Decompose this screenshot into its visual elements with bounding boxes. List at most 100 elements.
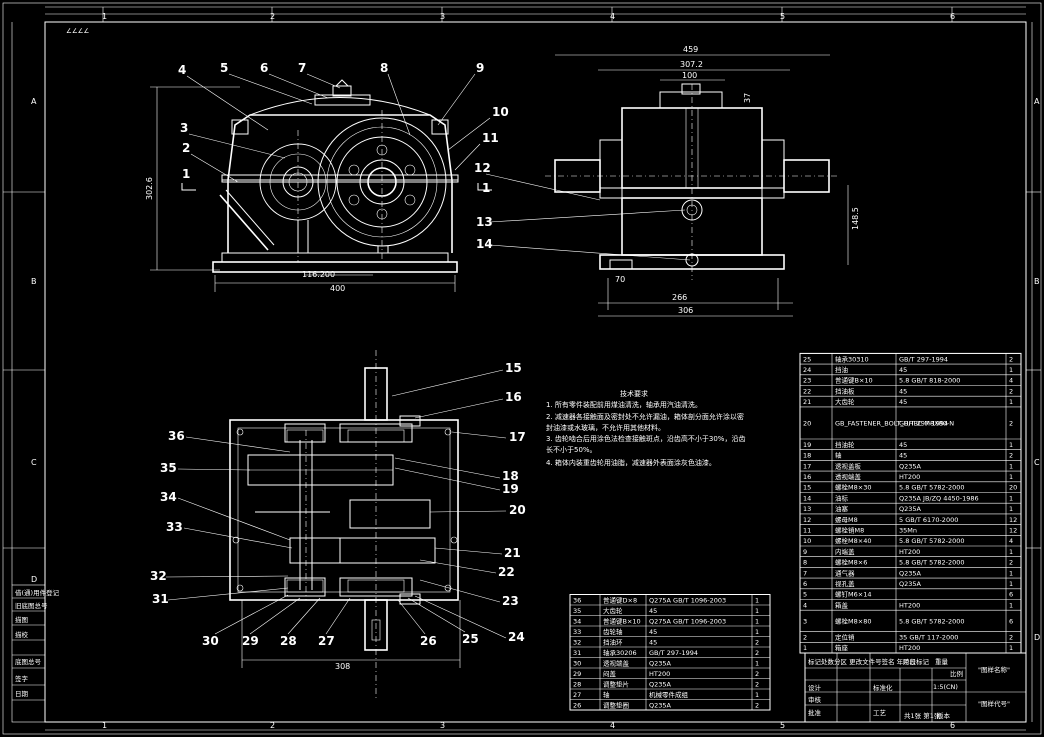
balloon-34: 34 xyxy=(160,490,177,504)
lower-cell-std: GB/T 297-1994 xyxy=(649,649,698,657)
upper-cell-name: 螺栓M8×80 xyxy=(835,616,871,625)
lower-cell-no: 33 xyxy=(573,628,581,636)
upper-cell-qty: 20 xyxy=(1009,484,1017,492)
front-dim-center: 116.200 xyxy=(302,270,335,279)
upper-cell-no: 16 xyxy=(803,473,811,481)
balloon-11: 11 xyxy=(482,131,499,145)
balloon-25: 25 xyxy=(462,632,479,646)
tb-drawing-no: "图样代号" xyxy=(978,699,1010,708)
grid-col-2: 2 xyxy=(270,12,275,21)
balloon-21: 21 xyxy=(504,546,521,560)
grid-col-b6: 6 xyxy=(950,721,955,730)
balloon-35: 35 xyxy=(160,461,177,475)
plan-view: 308 15 16 17 18 19 20 21 22 23 24 25 26 … xyxy=(150,350,526,700)
tb-row-2: 审核 xyxy=(808,695,822,704)
upper-cell-no: 13 xyxy=(803,505,811,513)
lower-cell-qty: 2 xyxy=(755,680,759,688)
lower-cell-name: 调整垫片 xyxy=(603,679,629,688)
upper-cell-qty: 1 xyxy=(1009,601,1013,609)
upper-cell-std: 5.8 GB/T 5782-2000 xyxy=(899,537,965,545)
upper-cell-no: 19 xyxy=(803,441,811,449)
lower-cell-no: 34 xyxy=(573,617,581,625)
upper-cell-qty: 1 xyxy=(1009,462,1013,470)
upper-cell-std: GB/T 297-1994 xyxy=(899,355,948,363)
lower-cell-no: 30 xyxy=(573,659,581,667)
front-dim-width: 400 xyxy=(330,284,345,293)
balloon-15: 15 xyxy=(505,361,522,375)
balloon-23: 23 xyxy=(502,594,519,608)
balloon-20: 20 xyxy=(509,503,526,517)
upper-cell-qty: 2 xyxy=(1009,419,1013,427)
upper-cell-std: 5.8 GB/T 5782-2000 xyxy=(899,484,965,492)
balloon-6: 6 xyxy=(260,61,268,75)
upper-cell-name: 箱盖 xyxy=(835,600,849,609)
upper-cell-no: 1 xyxy=(803,644,807,652)
tb-row-0: 标记处数分区 更改文件号签名 年月日 xyxy=(808,657,916,666)
strip-label-2: 底图总号 xyxy=(15,657,42,666)
upper-cell-qty: 1 xyxy=(1009,569,1013,577)
tech-requirements: 技术要求 1. 所有零件装配前用煤油清洗，轴承用汽油清洗。 2. 减速器各接触面… xyxy=(546,389,745,467)
lower-cell-name: 大齿轮 xyxy=(603,606,623,615)
lower-cell-no: 31 xyxy=(573,649,581,657)
upper-cell-no: 12 xyxy=(803,516,811,524)
lower-cell-std: Q235A xyxy=(649,701,672,709)
upper-cell-std: Q235A xyxy=(899,580,922,588)
left-revision-strip: 借(通)用件登记 旧底图总号 描图 描校 底图总号 签字 日期 xyxy=(11,584,60,723)
upper-cell-qty: 1 xyxy=(1009,548,1013,556)
lower-cell-qty: 2 xyxy=(755,701,759,709)
lower-cell-no: 35 xyxy=(573,607,581,615)
lower-cell-name: 轴承30206 xyxy=(603,648,637,657)
row-c-left: C xyxy=(31,458,37,467)
lower-cell-std: 45 xyxy=(649,638,657,646)
balloon-5: 5 xyxy=(220,61,228,75)
upper-cell-std: Q235A xyxy=(899,505,922,513)
tb-col-3: 比例 xyxy=(950,669,963,678)
upper-cell-name: 螺栓销M8 xyxy=(835,525,864,534)
upper-cell-std: 45 xyxy=(899,441,907,449)
upper-cell-name: 油塞 xyxy=(835,504,849,513)
upper-cell-name: 螺钉M6×14 xyxy=(835,590,871,599)
tech-line-0: 1. 所有零件装配前用煤油清洗，轴承用汽油清洗。 xyxy=(546,400,702,409)
row-d-right: D xyxy=(1034,633,1040,642)
lower-cell-qty: 1 xyxy=(755,596,759,604)
upper-cell-name: 轴 xyxy=(835,451,842,460)
grid-col-5: 5 xyxy=(780,12,785,21)
grid-col-1: 1 xyxy=(102,12,107,21)
upper-cell-no: 2 xyxy=(803,633,807,641)
upper-cell-name: 螺母M8 xyxy=(835,515,858,524)
side-view: 459 307.2 100 37 148.5 266 306 7 xyxy=(476,45,860,317)
upper-cell-qty: 2 xyxy=(1009,633,1013,641)
upper-cell-name: 螺栓M8×30 xyxy=(835,483,871,492)
tech-title: 技术要求 xyxy=(620,389,648,398)
lower-cell-name: 调整垫圈 xyxy=(603,700,629,709)
upper-cell-no: 5 xyxy=(803,591,807,599)
upper-cell-name: 挡油板 xyxy=(835,386,855,395)
balloon-9: 9 xyxy=(476,61,484,75)
upper-cell-name: 通气器 xyxy=(835,568,855,577)
tb-version: 版本 xyxy=(937,711,951,720)
lower-cell-std: Q235A xyxy=(649,659,672,667)
lower-cell-no: 29 xyxy=(573,670,581,678)
upper-cell-std: GB/T 297-1994 xyxy=(899,419,948,427)
balloon-19: 19 xyxy=(502,482,519,496)
upper-cell-no: 11 xyxy=(803,526,811,534)
lower-cell-name: 普通键D×8 xyxy=(603,595,637,604)
lower-cell-std: Q235A xyxy=(649,680,672,688)
strip-extra-0: 描图 xyxy=(15,615,28,624)
tb-col-2: 重量 xyxy=(935,658,949,666)
upper-cell-qty: 1 xyxy=(1009,580,1013,588)
upper-cell-no: 10 xyxy=(803,537,811,545)
upper-cell-std: 35 GB/T 117-2000 xyxy=(899,633,958,641)
upper-cell-name: 箱座 xyxy=(835,643,849,652)
strip-label-3: 签字 xyxy=(15,674,29,683)
grid-col-b3: 3 xyxy=(440,721,445,730)
upper-cell-name: GB_FASTENER_BOLT_HHBC M8X80-N xyxy=(835,419,954,427)
grid-col-b2: 2 xyxy=(270,721,275,730)
front-view: 302.6 400 116.200 xyxy=(145,61,601,293)
lower-cell-no: 32 xyxy=(573,638,581,646)
side-dim-inner: 100 xyxy=(682,71,697,80)
balloon-24: 24 xyxy=(508,630,525,644)
strip-label-1: 旧底图总号 xyxy=(15,601,48,610)
lower-cell-std: 45 xyxy=(649,607,657,615)
